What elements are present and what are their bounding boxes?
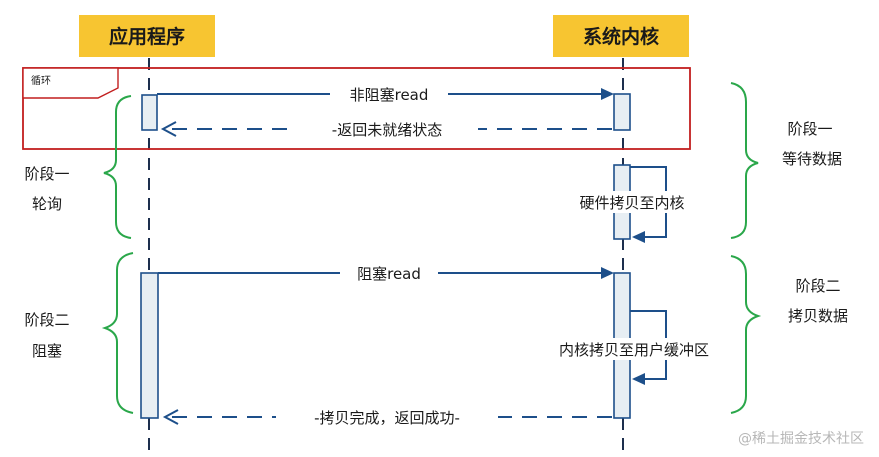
left-phase-two-title: 阶段二 bbox=[24, 311, 69, 329]
actor-app-box bbox=[79, 15, 215, 57]
copy-done-arrowhead bbox=[162, 409, 179, 425]
blocking-read-arrowhead bbox=[601, 267, 614, 279]
not-ready-arrowhead bbox=[160, 121, 177, 137]
not-ready-label-bg bbox=[296, 118, 478, 140]
hardware-copy-arrowhead bbox=[632, 231, 645, 243]
blocking-read-label: 阻塞read bbox=[357, 265, 421, 283]
actor-kernel-box bbox=[553, 15, 689, 57]
nonblocking-read-arrowhead bbox=[601, 88, 614, 100]
right-phase-two-subtitle: 拷贝数据 bbox=[788, 307, 848, 325]
copy-done-label: -拷贝完成，返回成功- bbox=[314, 409, 460, 427]
app-activation-loop bbox=[141, 94, 158, 131]
left-brace-phase-two bbox=[101, 252, 134, 414]
left-phase-two-subtitle: 阻塞 bbox=[32, 342, 62, 360]
blocking-read-label-bg bbox=[340, 262, 438, 284]
right-phase-two-title: 阶段二 bbox=[795, 277, 840, 295]
left-phase-one-subtitle: 轮询 bbox=[32, 195, 62, 213]
copy-done-label-bg bbox=[276, 406, 498, 428]
left-phase-one-title: 阶段一 bbox=[24, 165, 69, 183]
left-brace-phase-one bbox=[103, 95, 132, 239]
kernel-copy-label: 内核拷贝至用户缓冲区 bbox=[559, 341, 709, 359]
loop-tag bbox=[22, 67, 119, 99]
right-brace-phase-two bbox=[730, 255, 762, 414]
kernel-copy-arrowhead bbox=[632, 373, 645, 385]
hardware-copy-label-bg bbox=[547, 191, 717, 213]
right-brace-phase-one bbox=[730, 82, 759, 239]
loop-label: 循环 bbox=[31, 74, 51, 87]
nonblocking-read-label-bg bbox=[330, 83, 448, 105]
actor-app-label: 应用程序 bbox=[109, 25, 185, 48]
loop-frame bbox=[22, 67, 691, 150]
nonblocking-read-label: 非阻塞read bbox=[350, 86, 429, 104]
kernel-activation-loop bbox=[613, 93, 631, 131]
not-ready-label: -返回未就绪状态 bbox=[332, 121, 442, 139]
watermark-text: @稀土掘金技术社区 bbox=[738, 431, 864, 447]
app-activation-blocking bbox=[140, 272, 159, 419]
right-phase-one-title: 阶段一 bbox=[787, 120, 832, 138]
actor-kernel-label: 系统内核 bbox=[583, 25, 659, 48]
kernel-copy-label-bg bbox=[515, 338, 753, 360]
hardware-copy-label: 硬件拷贝至内核 bbox=[579, 194, 684, 212]
right-phase-one-subtitle: 等待数据 bbox=[782, 150, 842, 168]
